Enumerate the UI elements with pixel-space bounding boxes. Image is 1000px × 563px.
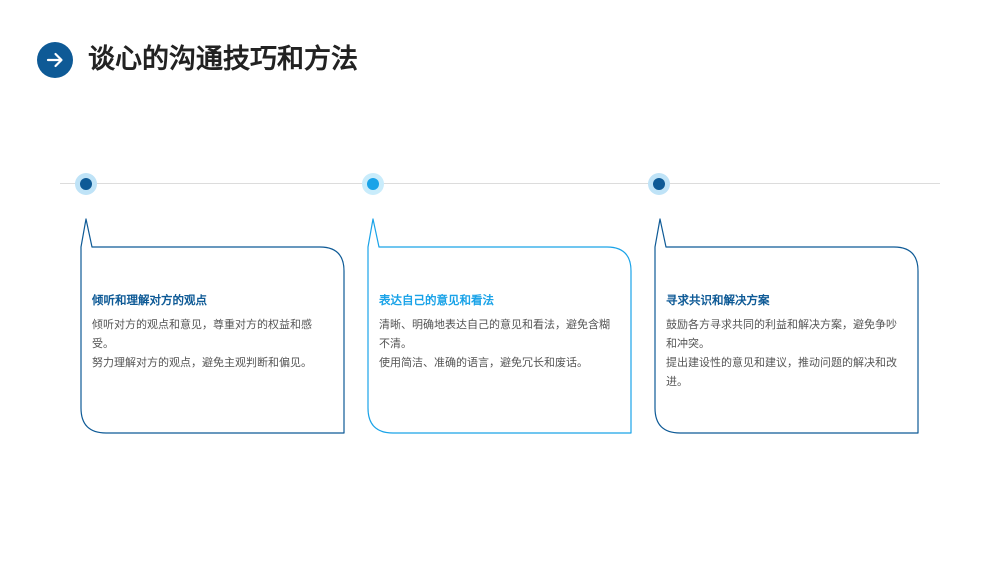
timeline-line (60, 183, 940, 184)
card-heading: 寻求共识和解决方案 (666, 293, 770, 307)
arrow-right-icon (37, 42, 73, 78)
card-paragraph: 倾听对方的观点和意见，尊重对方的权益和感受。 (92, 318, 312, 350)
timeline-dot-3 (648, 173, 670, 195)
card-consensus: 寻求共识和解决方案 鼓励各方寻求共同的利益和解决方案，避免争吵和冲突。 提出建设… (652, 212, 922, 438)
card-paragraph: 清晰、明确地表达自己的意见和看法，避免含糊不清。 (379, 318, 610, 350)
timeline-dot-2 (362, 173, 384, 195)
card-heading: 倾听和理解对方的观点 (92, 293, 207, 307)
card-paragraph: 鼓励各方寻求共同的利益和解决方案，避免争吵和冲突。 (666, 318, 897, 350)
card-body: 鼓励各方寻求共同的利益和解决方案，避免争吵和冲突。 提出建设性的意见和建议，推动… (666, 315, 902, 391)
card-heading: 表达自己的意见和看法 (379, 293, 494, 307)
card-listen: 倾听和理解对方的观点 倾听对方的观点和意见，尊重对方的权益和感受。 努力理解对方… (78, 212, 348, 438)
card-express: 表达自己的意见和看法 清晰、明确地表达自己的意见和看法，避免含糊不清。 使用简洁… (365, 212, 635, 438)
card-paragraph: 使用简洁、准确的语言，避免冗长和废话。 (379, 356, 588, 369)
card-paragraph: 努力理解对方的观点，避免主观判断和偏见。 (92, 356, 312, 369)
card-body: 清晰、明确地表达自己的意见和看法，避免含糊不清。 使用简洁、准确的语言，避免冗长… (379, 315, 615, 372)
page-title: 谈心的沟通技巧和方法 (88, 44, 358, 75)
timeline-dot-1 (75, 173, 97, 195)
card-body: 倾听对方的观点和意见，尊重对方的权益和感受。 努力理解对方的观点，避免主观判断和… (92, 315, 328, 372)
card-paragraph: 提出建设性的意见和建议，推动问题的解决和改进。 (666, 356, 897, 388)
